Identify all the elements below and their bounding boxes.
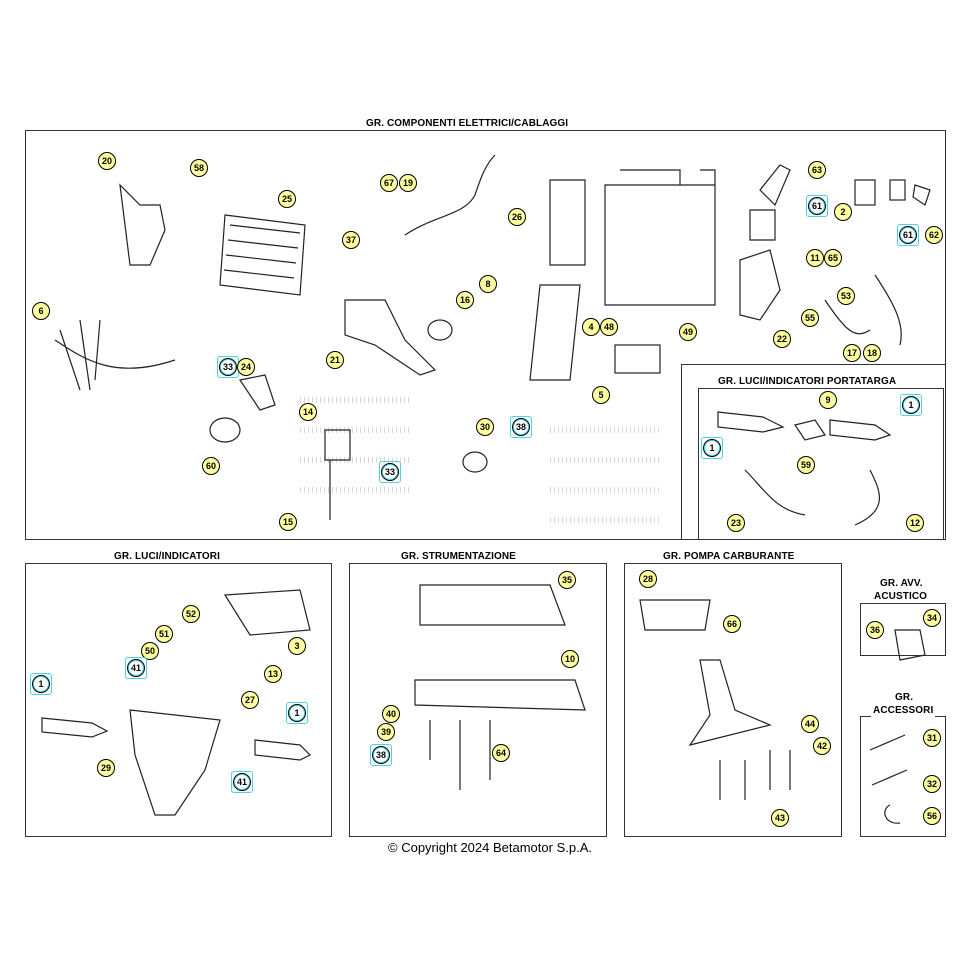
callout-36[interactable]: 36 bbox=[866, 621, 884, 639]
callout-19[interactable]: 19 bbox=[399, 174, 417, 192]
callout-65[interactable]: 65 bbox=[824, 249, 842, 267]
callout-11[interactable]: 11 bbox=[806, 249, 824, 267]
callout-10[interactable]: 10 bbox=[561, 650, 579, 668]
callout-1d[interactable]: 1 bbox=[286, 702, 308, 724]
callout-26[interactable]: 26 bbox=[508, 208, 526, 226]
callout-32[interactable]: 32 bbox=[923, 775, 941, 793]
callout-58[interactable]: 58 bbox=[190, 159, 208, 177]
callout-27[interactable]: 27 bbox=[241, 691, 259, 709]
callout-14[interactable]: 14 bbox=[299, 403, 317, 421]
callout-18[interactable]: 18 bbox=[863, 344, 881, 362]
horn-title-line1: GR. AVV. bbox=[878, 578, 925, 590]
callout-33a[interactable]: 33 bbox=[217, 356, 239, 378]
fuel-pump-title: GR. POMPA CARBURANTE bbox=[661, 551, 797, 563]
callout-5[interactable]: 5 bbox=[592, 386, 610, 404]
callout-42[interactable]: 42 bbox=[813, 737, 831, 755]
callout-4[interactable]: 4 bbox=[582, 318, 600, 336]
callout-9[interactable]: 9 bbox=[819, 391, 837, 409]
callout-63[interactable]: 63 bbox=[808, 161, 826, 179]
callout-12[interactable]: 12 bbox=[906, 514, 924, 532]
callout-44[interactable]: 44 bbox=[801, 715, 819, 733]
lights-section bbox=[25, 563, 332, 837]
callout-16[interactable]: 16 bbox=[456, 291, 474, 309]
callout-17[interactable]: 17 bbox=[843, 344, 861, 362]
callout-29[interactable]: 29 bbox=[97, 759, 115, 777]
horn-section bbox=[860, 603, 946, 656]
callout-61b[interactable]: 61 bbox=[897, 224, 919, 246]
callout-67[interactable]: 67 bbox=[380, 174, 398, 192]
callout-22[interactable]: 22 bbox=[773, 330, 791, 348]
callout-34[interactable]: 34 bbox=[923, 609, 941, 627]
callout-43[interactable]: 43 bbox=[771, 809, 789, 827]
accessories-title-line2: ACCESSORI bbox=[871, 705, 936, 717]
callout-2[interactable]: 2 bbox=[834, 203, 852, 221]
callout-25[interactable]: 25 bbox=[278, 190, 296, 208]
callout-55[interactable]: 55 bbox=[801, 309, 819, 327]
callout-23[interactable]: 23 bbox=[727, 514, 745, 532]
callout-41a[interactable]: 41 bbox=[125, 657, 147, 679]
callout-51[interactable]: 51 bbox=[155, 625, 173, 643]
callout-8[interactable]: 8 bbox=[479, 275, 497, 293]
callout-6[interactable]: 6 bbox=[32, 302, 50, 320]
callout-59[interactable]: 59 bbox=[797, 456, 815, 474]
callout-66[interactable]: 66 bbox=[723, 615, 741, 633]
callout-30[interactable]: 30 bbox=[476, 418, 494, 436]
plate-lights-inner bbox=[698, 388, 944, 540]
callout-3[interactable]: 3 bbox=[288, 637, 306, 655]
callout-48[interactable]: 48 bbox=[600, 318, 618, 336]
callout-60[interactable]: 60 bbox=[202, 457, 220, 475]
callout-62[interactable]: 62 bbox=[925, 226, 943, 244]
plate-lights-title: GR. LUCI/INDICATORI PORTATARGA bbox=[716, 376, 899, 388]
callout-33b[interactable]: 33 bbox=[379, 461, 401, 483]
callout-1c[interactable]: 1 bbox=[30, 673, 52, 695]
electrical-section bbox=[25, 130, 946, 540]
callout-52[interactable]: 52 bbox=[182, 605, 200, 623]
callout-15[interactable]: 15 bbox=[279, 513, 297, 531]
accessories-title-line1: GR. bbox=[893, 692, 916, 704]
callout-24[interactable]: 24 bbox=[237, 358, 255, 376]
callout-38a[interactable]: 38 bbox=[510, 416, 532, 438]
callout-53[interactable]: 53 bbox=[837, 287, 855, 305]
callout-64[interactable]: 64 bbox=[492, 744, 510, 762]
callout-50[interactable]: 50 bbox=[141, 642, 159, 660]
callout-49[interactable]: 49 bbox=[679, 323, 697, 341]
callout-37[interactable]: 37 bbox=[342, 231, 360, 249]
callout-28[interactable]: 28 bbox=[639, 570, 657, 588]
callout-61a[interactable]: 61 bbox=[806, 195, 828, 217]
lights-title: GR. LUCI/INDICATORI bbox=[112, 551, 222, 563]
instruments-title: GR. STRUMENTAZIONE bbox=[399, 551, 518, 563]
callout-39[interactable]: 39 bbox=[377, 723, 395, 741]
callout-20[interactable]: 20 bbox=[98, 152, 116, 170]
callout-1a[interactable]: 1 bbox=[900, 394, 922, 416]
horn-title-line2: ACUSTICO bbox=[872, 591, 930, 603]
callout-38b[interactable]: 38 bbox=[370, 744, 392, 766]
copyright-notice: © Copyright 2024 Betamotor S.p.A. bbox=[388, 840, 592, 855]
callout-13[interactable]: 13 bbox=[264, 665, 282, 683]
callout-56[interactable]: 56 bbox=[923, 807, 941, 825]
callout-35[interactable]: 35 bbox=[558, 571, 576, 589]
callout-31[interactable]: 31 bbox=[923, 729, 941, 747]
callout-21[interactable]: 21 bbox=[326, 351, 344, 369]
electrical-title: GR. COMPONENTI ELETTRICI/CABLAGGI bbox=[364, 118, 571, 130]
callout-1b[interactable]: 1 bbox=[701, 437, 723, 459]
callout-40[interactable]: 40 bbox=[382, 705, 400, 723]
callout-41b[interactable]: 41 bbox=[231, 771, 253, 793]
fuel-pump-section bbox=[624, 563, 842, 837]
instruments-section bbox=[349, 563, 607, 837]
